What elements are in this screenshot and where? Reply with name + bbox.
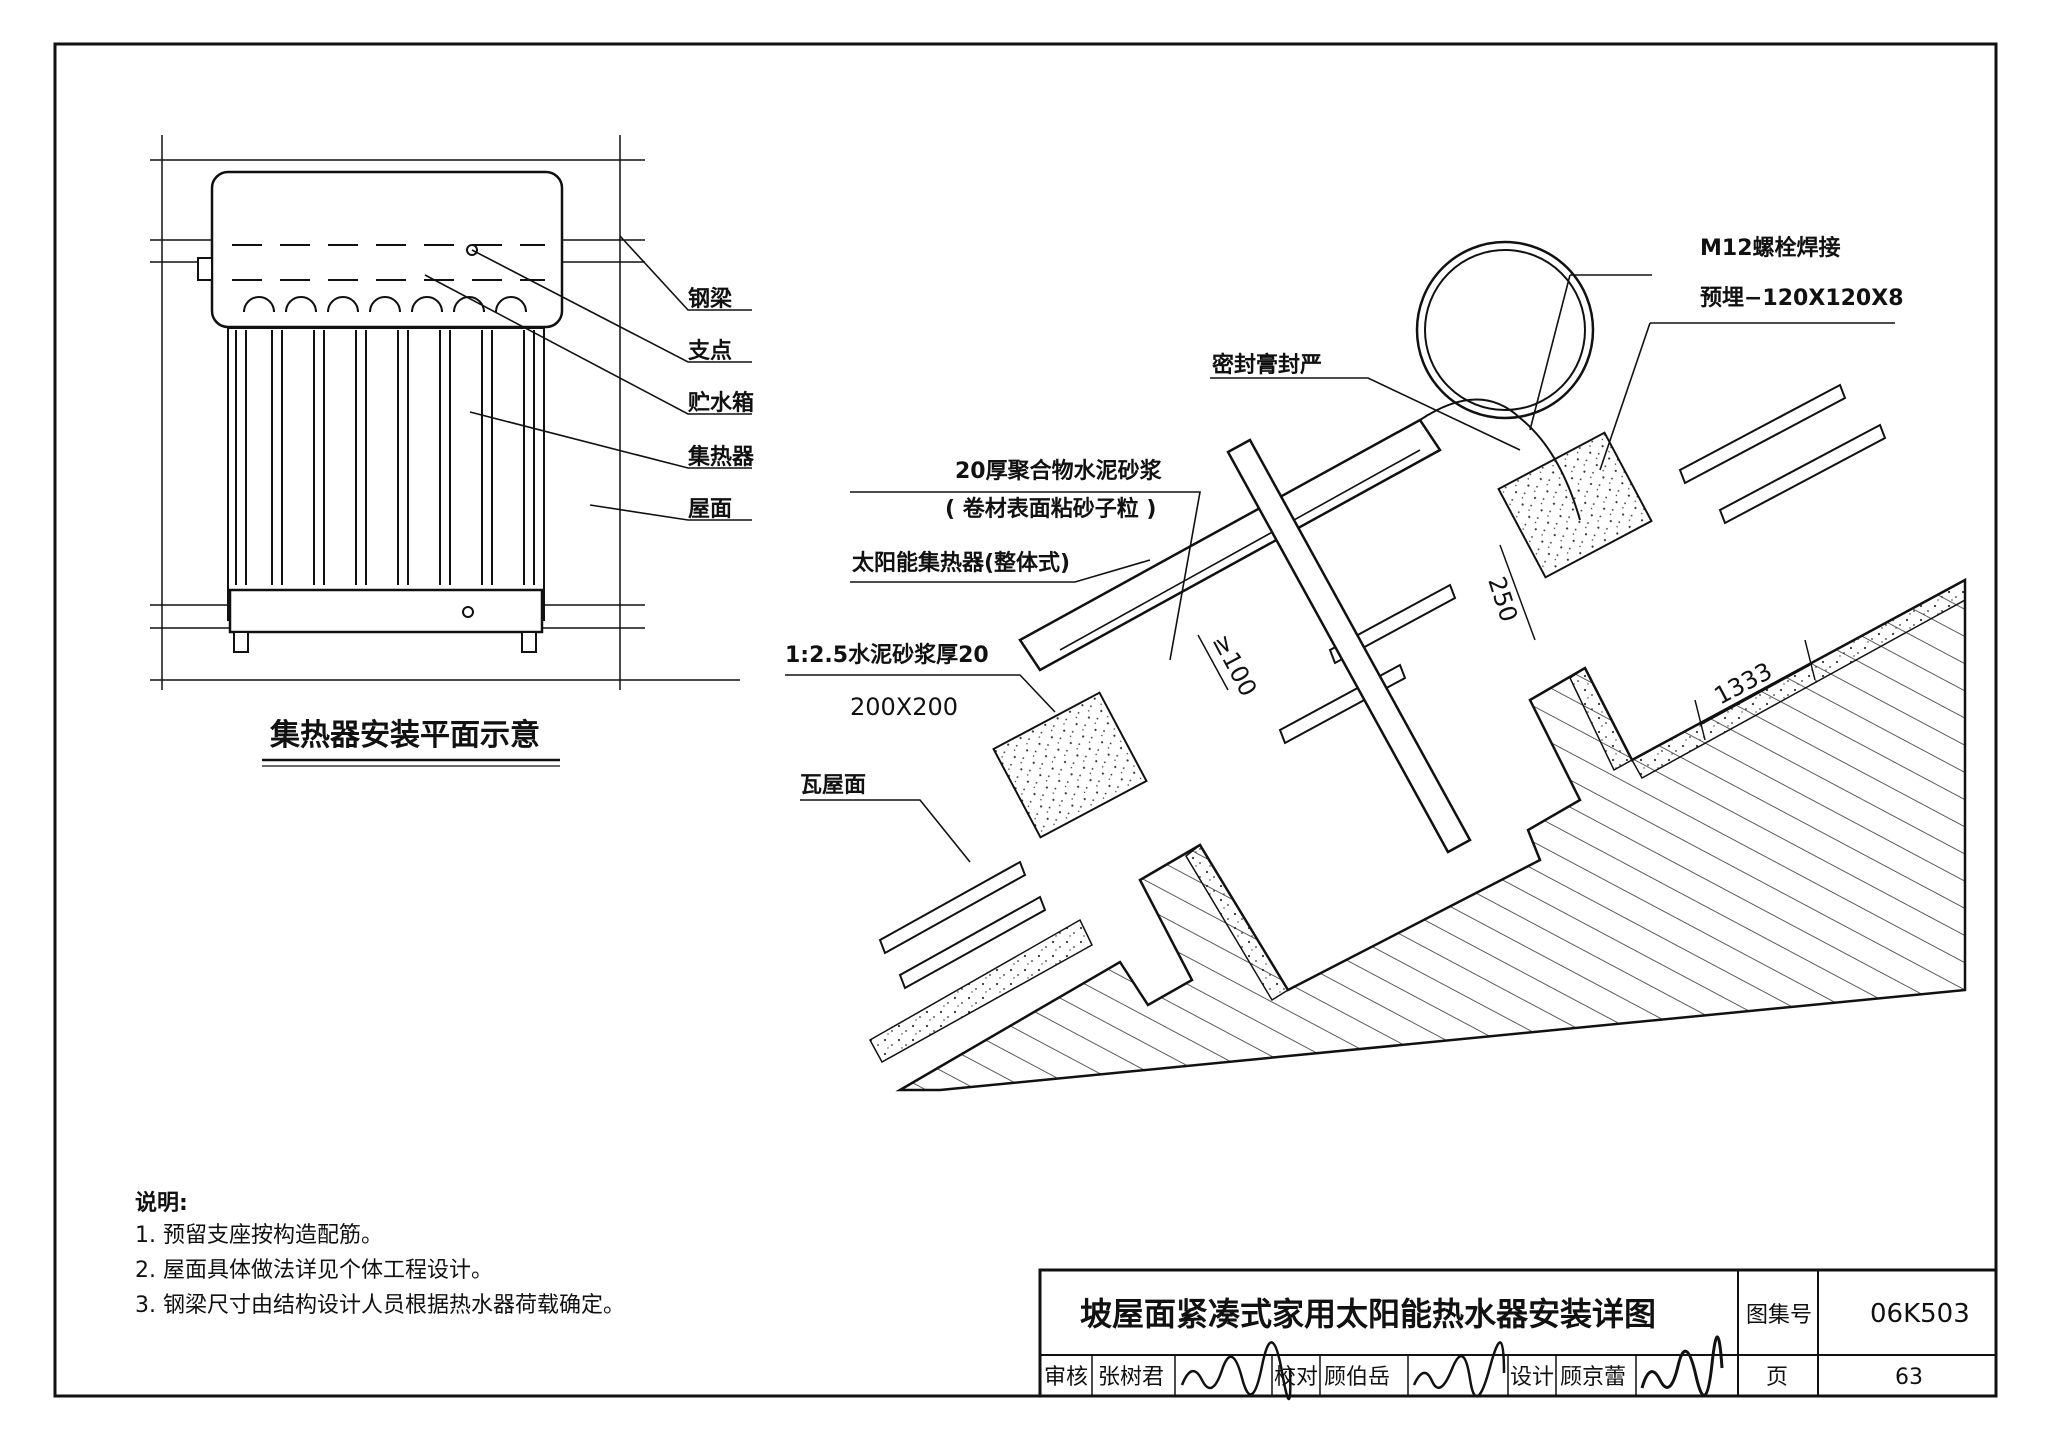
- label-roof: 屋面: [688, 497, 732, 522]
- label-bolt-weld: M12螺栓焊接: [1700, 236, 1841, 261]
- label-pedestal-size: 200X200: [850, 693, 958, 721]
- plan-collector-tubes: [235, 296, 535, 585]
- check-label: 校对: [1274, 1365, 1318, 1390]
- reviewer-name: 张树君: [1098, 1365, 1164, 1390]
- page-number: 63: [1895, 1365, 1923, 1390]
- note-item: 2. 屋面具体做法详见个体工程设计。: [135, 1258, 493, 1283]
- review-label: 审核: [1044, 1365, 1088, 1390]
- label-collector: 集热器: [687, 444, 755, 470]
- drawing-frame: [53, 42, 1998, 1398]
- page-label: 页: [1766, 1365, 1788, 1390]
- dim-250: 250: [1482, 573, 1523, 625]
- plan-view: 钢梁 支点 贮水箱 集热器 屋面 集热器安装平面示意: [150, 135, 755, 767]
- notes: 说明: 1. 预留支座按构造配筋。 2. 屋面具体做法详见个体工程设计。 3. …: [135, 1190, 625, 1318]
- label-support-point: 支点: [688, 338, 732, 364]
- label-membrane-sand: ( 卷材表面粘砂子粒 ): [945, 496, 1156, 522]
- atlas-number: 06K503: [1870, 1299, 1970, 1329]
- design-label: 设计: [1510, 1365, 1554, 1390]
- label-water-tank: 贮水箱: [688, 390, 754, 416]
- roof-slab: [895, 577, 1967, 1092]
- label-sealant: 密封膏封严: [1212, 352, 1322, 378]
- drawing-title: 坡屋面紧凑式家用太阳能热水器安装详图: [1080, 1295, 1656, 1333]
- checker-signature: [1412, 1341, 1506, 1398]
- notes-heading: 说明:: [135, 1190, 188, 1216]
- label-tile-roof: 瓦屋面: [800, 773, 866, 798]
- title-block: 坡屋面紧凑式家用太阳能热水器安装详图 图集号 06K503 审核 张树君 校对 …: [1038, 1268, 1998, 1401]
- label-solar-collector: 太阳能集热器(整体式): [852, 550, 1070, 576]
- reviewer-signature: [1180, 1341, 1292, 1401]
- section-collector: [1018, 418, 1442, 672]
- checker-name: 顾伯岳: [1324, 1365, 1390, 1390]
- plan-water-tank: [210, 170, 564, 329]
- plan-title: 集热器安装平面示意: [269, 718, 540, 753]
- note-item: 1. 预留支座按构造配筋。: [135, 1223, 383, 1248]
- note-item: 3. 钢梁尺寸由结构设计人员根据热水器荷载确定。: [135, 1293, 625, 1318]
- designer-signature: [1640, 1335, 1724, 1397]
- atlas-label: 图集号: [1746, 1303, 1812, 1328]
- section-view: 250 ≥100 1333 M12螺栓焊接 预埋−120X120X8 密封膏封严…: [785, 236, 1967, 1092]
- label-embedded-plate: 预埋−120X120X8: [1700, 286, 1904, 311]
- label-cement-mortar: 1:2.5水泥砂浆厚20: [785, 642, 989, 668]
- section-water-tank: [1415, 240, 1595, 420]
- label-steel-beam: 钢梁: [688, 286, 732, 312]
- designer-name: 顾京蕾: [1560, 1365, 1626, 1390]
- label-polymer-mortar: 20厚聚合物水泥砂浆: [955, 458, 1163, 484]
